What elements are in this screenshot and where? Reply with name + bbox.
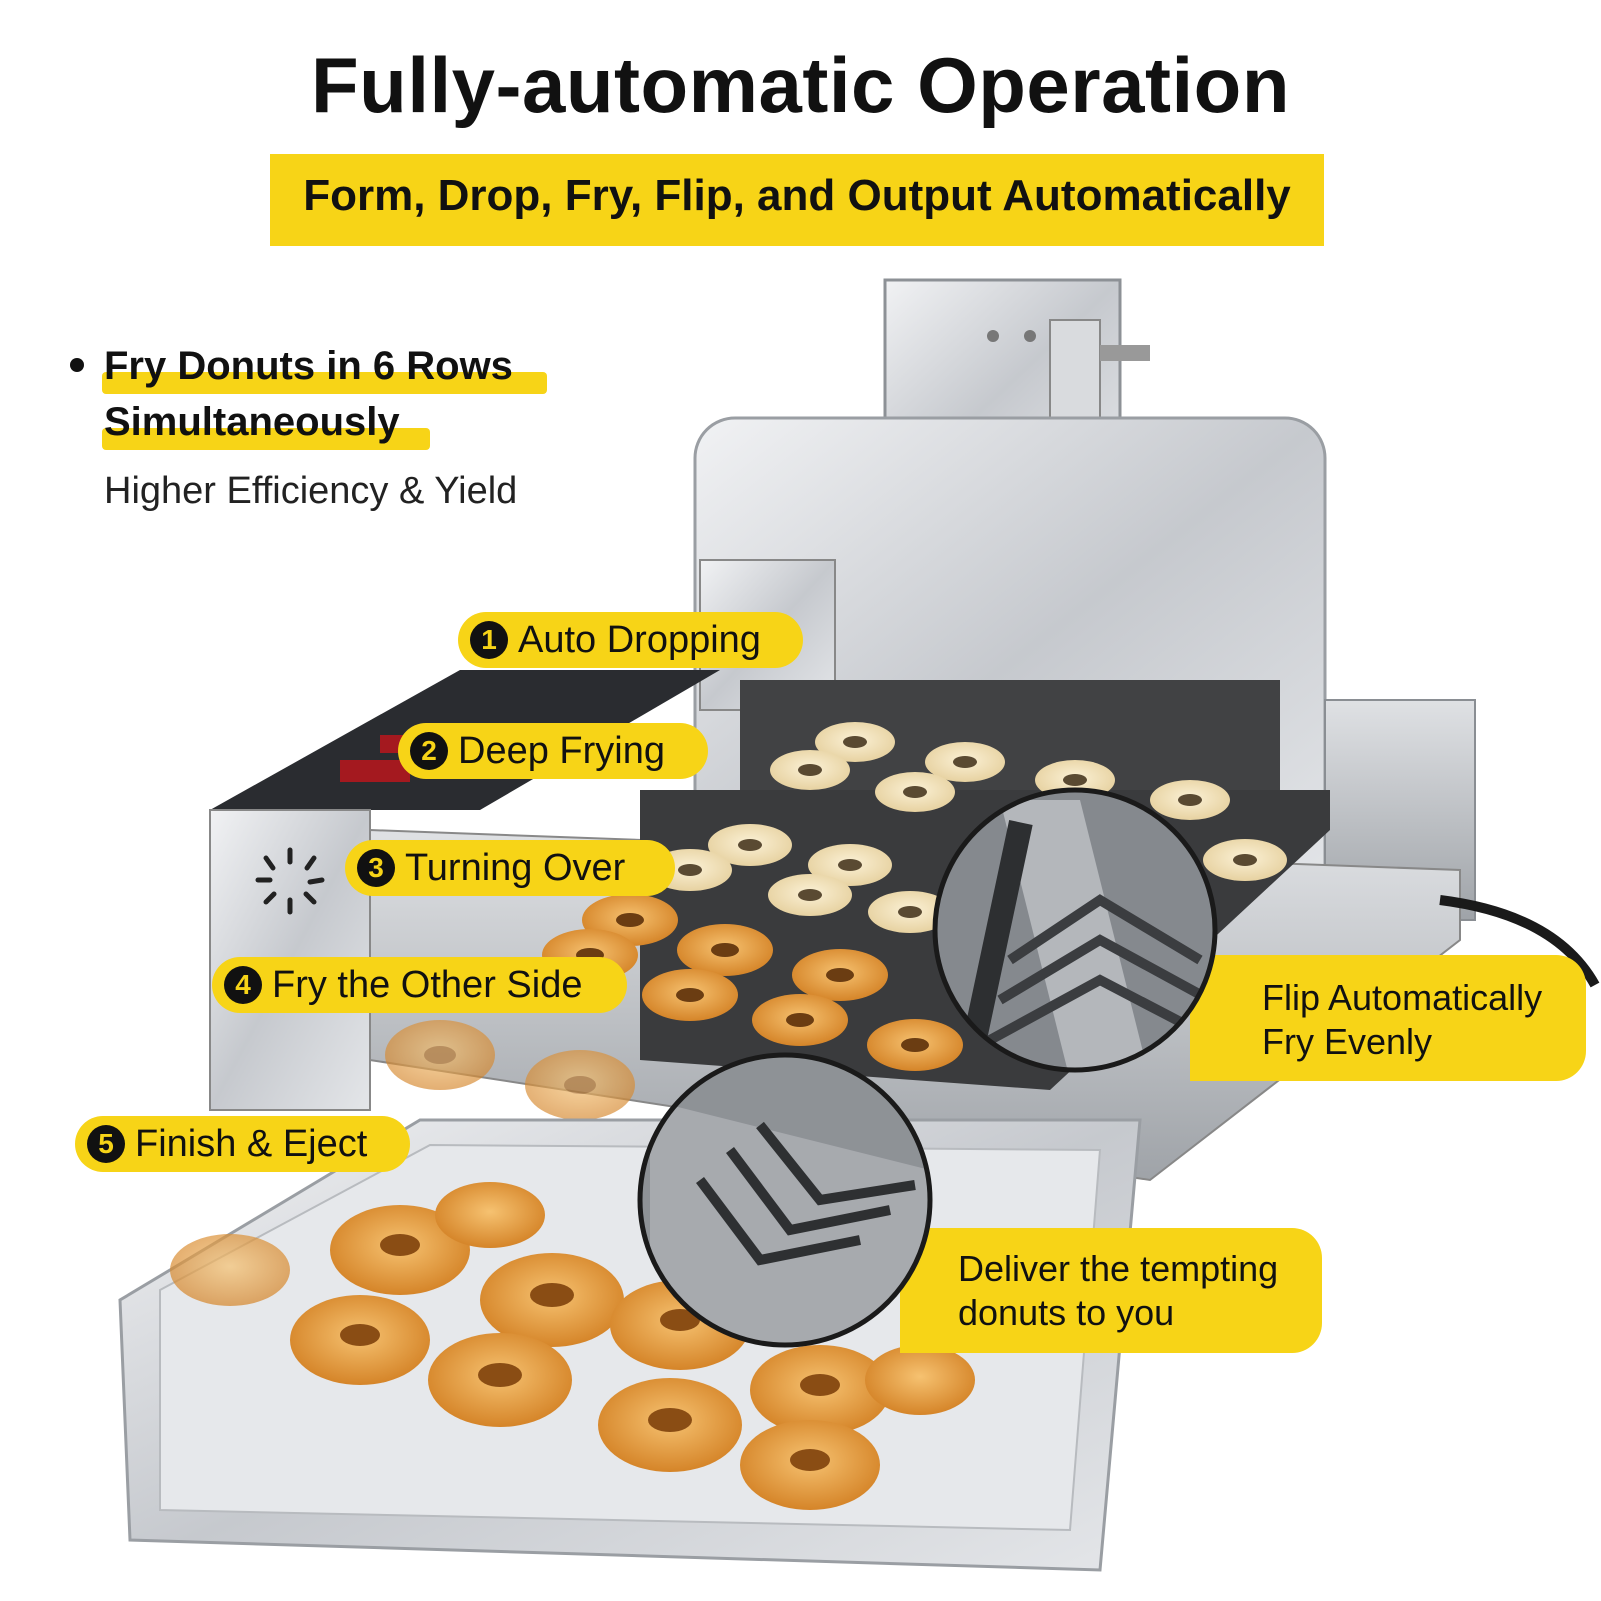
- step-finish-eject: 5 Finish & Eject: [75, 1116, 410, 1172]
- raw-donuts: [648, 722, 1287, 933]
- step-deep-frying: 2 Deep Frying: [398, 723, 708, 779]
- frying-donuts: [542, 894, 963, 1071]
- flip-callout-line1: Flip Automatically: [1262, 977, 1543, 1018]
- subtitle-bar: [270, 154, 1324, 246]
- step-number-badge: 2: [410, 732, 448, 770]
- step-label: Finish & Eject: [135, 1122, 368, 1165]
- flip-callout-line2: Fry Evenly: [1262, 1021, 1433, 1062]
- step-label: Deep Frying: [458, 729, 665, 772]
- bullet-icon: [70, 358, 84, 372]
- step-fry-other-side: 4 Fry the Other Side: [212, 957, 627, 1013]
- feature-title-line2: Simultaneously: [104, 400, 400, 444]
- finished-donuts: [170, 1182, 975, 1510]
- page-subtitle: Form, Drop, Fry, Flip, and Output Automa…: [303, 171, 1291, 220]
- flip-callout-box: [1190, 955, 1586, 1081]
- step-number-badge: 5: [87, 1125, 125, 1163]
- step-label: Auto Dropping: [518, 618, 761, 661]
- feature-subtitle: Higher Efficiency & Yield: [104, 470, 518, 512]
- step-label: Fry the Other Side: [272, 963, 583, 1006]
- page-title: Fully-automatic Operation: [311, 41, 1290, 129]
- flip-mechanism-zoom: [932, 787, 1218, 1073]
- step-number-badge: 1: [470, 621, 508, 659]
- step-auto-dropping: 1 Auto Dropping: [458, 612, 803, 668]
- deliver-callout-line2: donuts to you: [958, 1292, 1175, 1333]
- feature-highlight: [102, 428, 430, 450]
- step-number-badge: 3: [357, 849, 395, 887]
- deliver-callout-box: [900, 1228, 1322, 1353]
- step-number-badge: 4: [224, 966, 262, 1004]
- power-cord: [1439, 895, 1600, 988]
- feature-highlight: [102, 372, 547, 394]
- step-turning-over: 3 Turning Over: [345, 840, 675, 896]
- step-label: Turning Over: [405, 846, 626, 889]
- feature-title-line1: Fry Donuts in 6 Rows: [104, 344, 513, 388]
- delivery-chute-zoom: [637, 1052, 933, 1348]
- deliver-callout-line1: Deliver the tempting: [958, 1248, 1279, 1289]
